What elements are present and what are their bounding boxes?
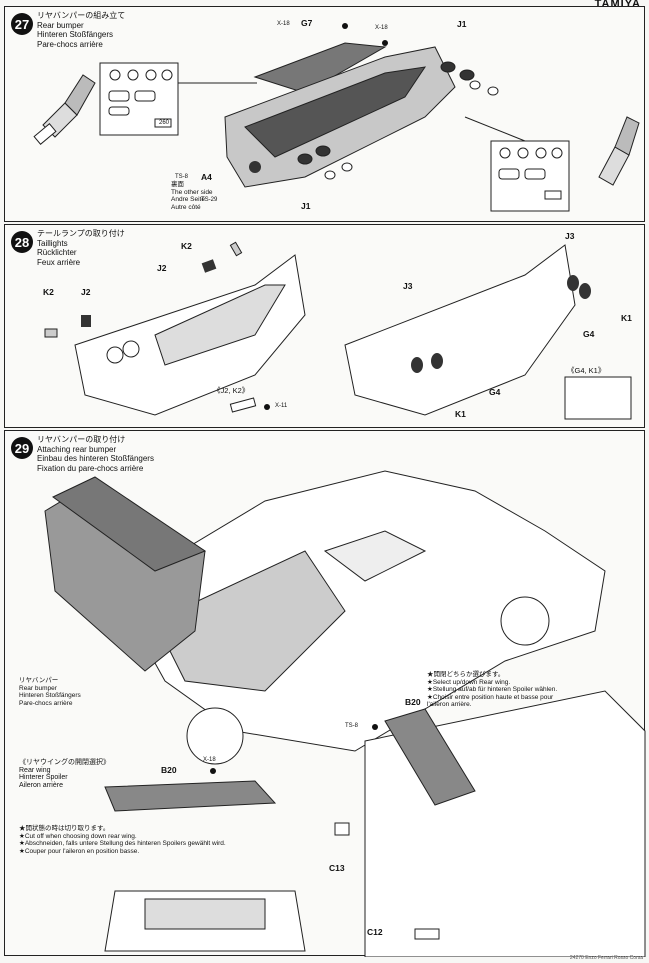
g4k1-label: 《G4, K1》: [567, 366, 606, 375]
hobby-knife-icon-2: [598, 116, 640, 186]
j3-label-2: J3: [403, 281, 413, 291]
wing-stay-b20: [384, 708, 476, 806]
step-29-diagram: [44, 470, 646, 957]
b20-label: B20: [161, 765, 177, 775]
rear-wing-part: [253, 42, 387, 94]
k2-label-2: K2: [43, 287, 54, 297]
ts8-label: TS-8: [175, 174, 189, 180]
x18-label: X-18: [203, 757, 216, 763]
select-note: ★開閉どちらか選びます。 ★Select up/down Rear wing. …: [427, 671, 558, 709]
rear-bumper-label: リヤバンパー Rear bumper Hinteren Stoßfängers …: [19, 677, 81, 707]
j2-label-2: J2: [81, 287, 91, 297]
wing-section-label: 《リヤウイングの開閉選択》 Rear wing Hinterer Spoiler…: [19, 759, 110, 789]
cut-note: ★開状態の時は切り取ります。 ★Cut off when choosing do…: [19, 825, 226, 855]
decal-sheet: [99, 62, 257, 136]
decal-260-label: 260: [159, 120, 170, 126]
step-29-panel: 29 リヤバンパーの取り付け Attaching rear bumper Ein…: [4, 430, 646, 957]
k1-label-2: K1: [455, 409, 466, 419]
x18-label-2: X-18: [375, 25, 388, 31]
step-title: リヤバンパーの取り付け Attaching rear bumper Einbau…: [37, 435, 154, 473]
step-27-panel: 27 リヤバンパーの組み立て Rear bumper Hinteren Stoß…: [4, 6, 645, 222]
title-fr: Pare-chocs arrière: [37, 39, 103, 49]
g4-label-2: G4: [489, 387, 501, 397]
j1-label: J1: [457, 19, 467, 29]
other-side-note: 裏面 The other side Andre Seite Autre côté: [171, 181, 213, 211]
x18-label: X-18: [277, 21, 290, 27]
hobby-knife-icon: [33, 74, 96, 145]
j2k2-label: 《J2, K2》: [213, 386, 250, 395]
j1-label-2: J1: [301, 201, 311, 211]
j2-label: J2: [157, 263, 167, 273]
footer-text: 24270 Enzo Ferrari Rosso Corsa: [569, 955, 643, 961]
rear-wing-b20: [104, 780, 277, 812]
step-title: テールランプの取り付け Taillights Rücklichter Feux …: [37, 229, 125, 267]
j3-label: J3: [565, 231, 575, 241]
step-number: 29: [11, 437, 33, 459]
rear-wheel: [186, 707, 244, 765]
step-title: リヤバンパーの組み立て Rear bumper Hinteren Stoßfän…: [37, 11, 125, 49]
step-number: 28: [11, 231, 33, 253]
rear-bumper-right: [344, 244, 576, 416]
g4-label: G4: [583, 329, 595, 339]
g7-label: G7: [301, 18, 313, 28]
x11-label: X-11: [275, 403, 288, 409]
step-28-panel: 28 テールランプの取り付け Taillights Rücklichter Fe…: [4, 224, 645, 428]
step-28-diagram: [44, 241, 632, 420]
c13-label: C13: [329, 863, 345, 873]
front-wheel: [500, 596, 550, 646]
b20-label-2: B20: [405, 697, 421, 707]
c12-label: C12: [367, 927, 383, 937]
step-number: 27: [11, 13, 33, 35]
title-jp: リヤバンパーの組み立て: [37, 11, 126, 20]
step-27-diagram: [33, 23, 640, 212]
k2-label: K2: [181, 241, 192, 251]
ts29-label: TS-29: [201, 197, 218, 203]
title-en: Rear bumper: [37, 20, 84, 30]
brand-logo: TAMIYA: [594, 0, 641, 10]
k1-label: K1: [621, 313, 632, 323]
title-de: Hinteren Stoßfängers: [37, 30, 114, 39]
ts8-label: TS-8: [345, 723, 359, 729]
a4-label: A4: [201, 172, 212, 182]
